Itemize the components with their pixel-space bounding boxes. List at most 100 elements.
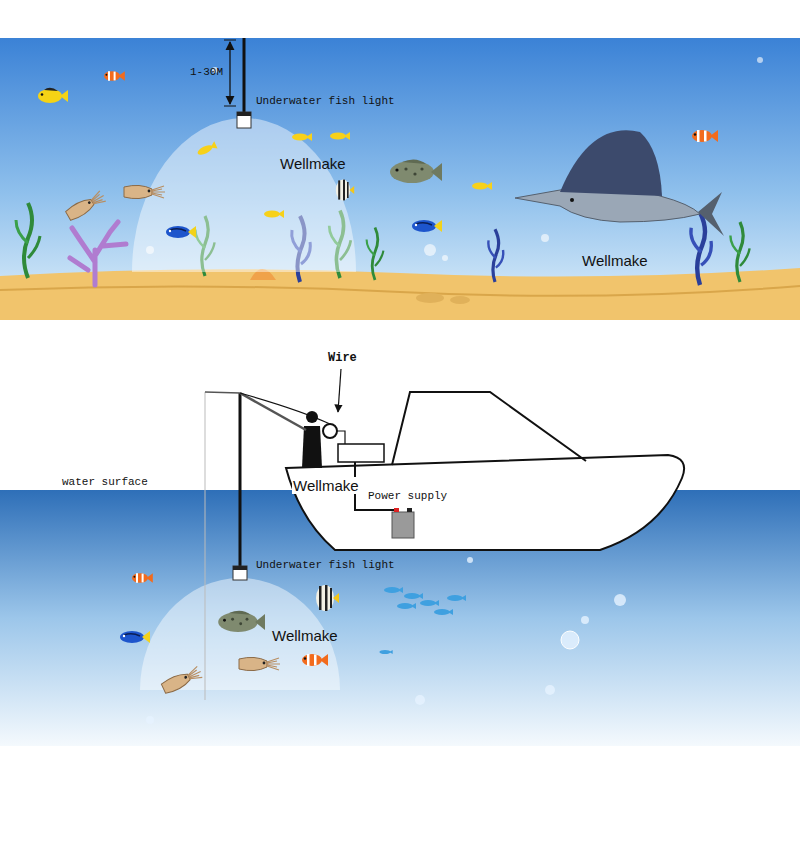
fish (120, 573, 466, 695)
fish (132, 573, 153, 583)
bubbles (146, 716, 154, 724)
part-label: Underwater fish light (256, 559, 395, 572)
fish (404, 593, 423, 599)
seaweed (691, 212, 711, 285)
battery (392, 508, 414, 538)
pole-light (233, 393, 247, 580)
sea-panel (0, 268, 800, 320)
battery (394, 508, 399, 512)
watermark: Wellmake (292, 477, 360, 494)
sea-panel (450, 296, 470, 304)
wire (355, 462, 396, 510)
fish (397, 603, 416, 609)
sea-panel (0, 38, 800, 320)
fishing-line (205, 392, 206, 700)
fisherman (205, 392, 240, 393)
bubbles (146, 557, 626, 724)
sea-panel (0, 38, 800, 320)
bubbles (541, 234, 549, 242)
fish (420, 600, 439, 606)
bubbles (442, 255, 448, 261)
wire (240, 393, 330, 424)
fisherman (240, 393, 306, 430)
wire (337, 431, 345, 444)
sailfish (570, 198, 574, 202)
dimension-label: 1-30M (190, 66, 223, 79)
watermark: Wellmake (582, 252, 648, 269)
fish (38, 88, 68, 103)
bubbles (415, 695, 425, 705)
fish (379, 650, 392, 654)
battery (392, 512, 414, 538)
bubbles (581, 616, 589, 624)
coral (70, 222, 126, 285)
fishing-line (205, 392, 206, 700)
sea-panel (416, 293, 444, 303)
part-label: Wire (328, 352, 357, 366)
fish (302, 654, 328, 666)
sailfish (560, 130, 662, 196)
fish (120, 631, 150, 643)
bubbles (424, 244, 436, 256)
fish (104, 71, 125, 81)
fish (292, 133, 312, 141)
wire (338, 444, 384, 462)
fish (239, 657, 280, 670)
fisherman (302, 426, 322, 468)
fish (161, 665, 204, 694)
fisherman (205, 392, 322, 468)
depth-dimension (224, 40, 236, 106)
fish (264, 210, 284, 218)
water (0, 490, 800, 746)
light-cone (132, 118, 356, 272)
light-cable (237, 38, 251, 128)
light-cone (132, 118, 356, 272)
light-cable (237, 112, 251, 116)
seaweed (367, 228, 384, 281)
bubbles (146, 57, 763, 261)
sailfish (515, 130, 724, 236)
fish (390, 159, 442, 183)
fish (124, 185, 165, 198)
wire (323, 424, 337, 438)
watermark: Wellmake (272, 627, 338, 644)
battery (407, 508, 412, 512)
fish (316, 585, 339, 611)
bubbles (614, 594, 626, 606)
watermark: Wellmake (280, 155, 346, 172)
fish (434, 609, 453, 615)
seaweed (16, 203, 40, 278)
bubbles (757, 57, 763, 63)
fish (330, 132, 350, 140)
part-label: Power supply (368, 490, 447, 503)
pole-light (233, 566, 247, 580)
sailfish (698, 192, 724, 236)
leader-arrow (338, 369, 341, 412)
boat (392, 392, 586, 465)
light-cone (140, 578, 340, 690)
boat (286, 392, 684, 550)
fish (65, 190, 107, 222)
pole-light (239, 393, 242, 566)
light-cable (237, 112, 251, 128)
leader-arrow (338, 369, 341, 412)
depth-dimension (224, 106, 236, 107)
fish (472, 182, 492, 190)
water (0, 490, 800, 746)
bubbles (545, 685, 555, 695)
fish (336, 180, 354, 201)
part-label: water surface (62, 476, 148, 489)
light-cable (243, 38, 246, 112)
part-label: Underwater fish light (256, 95, 395, 108)
fish (384, 587, 403, 593)
fish (412, 220, 442, 232)
sea-panel (0, 286, 800, 296)
fish (196, 141, 218, 157)
boat (286, 455, 684, 550)
light-cone (140, 578, 340, 690)
fish (692, 130, 718, 142)
fish (166, 226, 196, 238)
depth-dimension (224, 40, 236, 41)
